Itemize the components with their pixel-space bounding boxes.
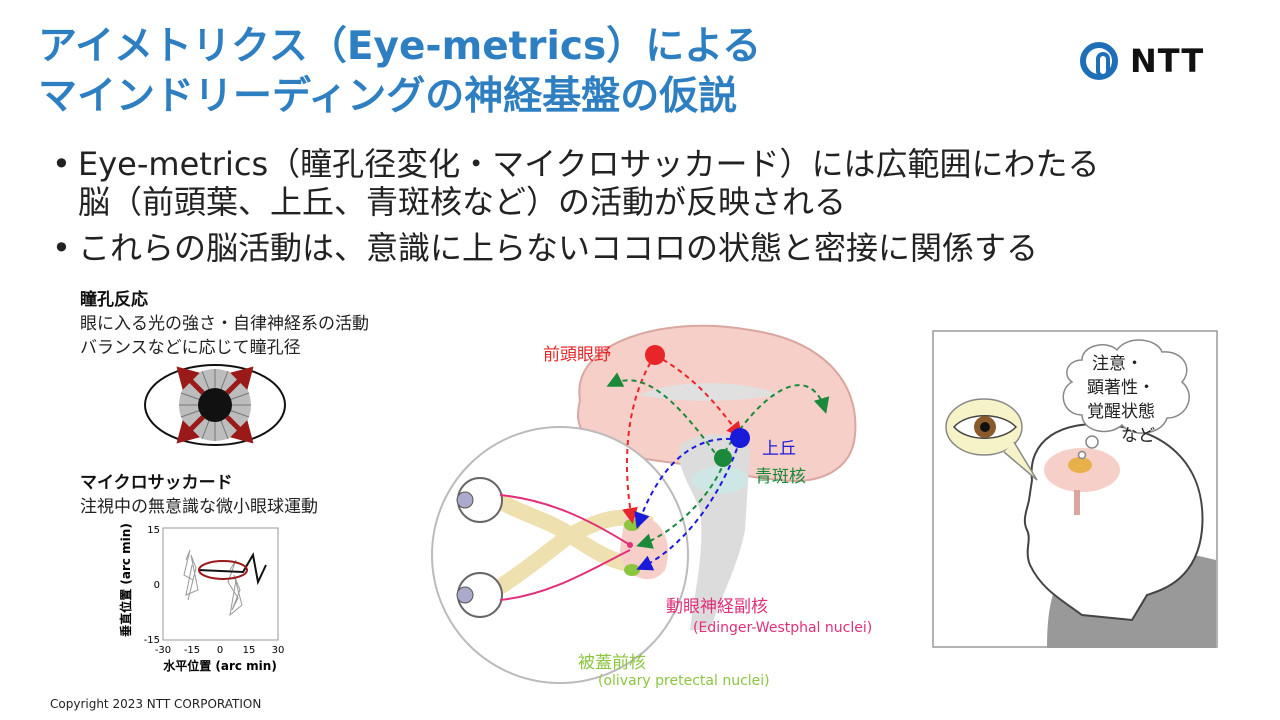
thought-line-4: など: [1121, 426, 1155, 446]
red-path-fef-to-pretectal: [622, 354, 656, 524]
bullet-item-2: • これらの脳活動は、意識に上らないココロの状態と密接に関係する: [52, 229, 1252, 267]
fef-node: [645, 345, 665, 365]
mind-reading-illustration: [932, 330, 1218, 648]
green-path-lc-to-cortex: [606, 372, 721, 461]
brain-pathway-diagram: [431, 324, 857, 684]
title-line-2: マインドリーディングの神経基盤の仮説: [38, 74, 738, 119]
thought-bubble: [1062, 339, 1190, 434]
right-eye-lens: [456, 586, 474, 604]
ytick-0: 0: [154, 580, 160, 591]
label-pretectal: 被蓋前核: [578, 653, 646, 673]
pupil-title: 瞳孔反応: [80, 290, 148, 310]
bullet-item-1: • Eye-metrics（瞳孔径変化・マイクロサッカード）には広範囲にわたる …: [52, 145, 1252, 221]
label-ew: 動眼神経副核: [666, 597, 768, 617]
microsaccade-plot: 垂直位置 (arc min) 15 0 -15 -30 -15 0 15 30 …: [118, 523, 285, 673]
thought-line-2: 顕著性・: [1087, 378, 1155, 398]
sc-node: [730, 428, 750, 448]
ytick-15: 15: [147, 525, 160, 536]
lc-node: [714, 449, 732, 467]
microsaccade-ylabel: 垂直位置 (arc min): [118, 523, 133, 637]
pupil-dilation-arrows: [176, 366, 254, 444]
ntt-logo: NTT: [1080, 40, 1220, 90]
xtick-0: 0: [217, 645, 223, 656]
head-brain-core: [1068, 457, 1092, 473]
green-path-lc-to-ew: [636, 459, 726, 549]
microsaccade-title: マイクロサッカード: [80, 473, 233, 493]
copyright-text: Copyright 2023 NTT CORPORATION: [50, 697, 262, 711]
xtick-neg15: -15: [184, 645, 200, 656]
thought-text: 注意・ 顕著性・ 覚醒状態 など: [1087, 352, 1197, 448]
label-fef: 前頭眼野: [543, 345, 611, 365]
label-pretectal-en: (olivary pretectal nuclei): [598, 673, 770, 689]
ntt-logo-icon: [1080, 42, 1118, 80]
pupil-section: 瞳孔反応 眼に入る光の強さ・自律神経系の活動 バランスなどに応じて瞳孔径: [80, 285, 460, 360]
thought-dot-large: [1085, 435, 1099, 449]
bullet-list: • Eye-metrics（瞳孔径変化・マイクロサッカード）には広範囲にわたる …: [52, 145, 1252, 275]
ytick-neg15: -15: [144, 635, 160, 646]
label-sc: 上丘: [762, 439, 796, 459]
ntt-logo-text: NTT: [1130, 42, 1205, 80]
ew-nerve-paths: [499, 494, 631, 601]
eye-zoom-pointer: [1003, 441, 1038, 481]
xtick-neg30: -30: [155, 645, 171, 656]
bullet-1-line-2: 脳（前頭葉、上丘、青斑核など）の活動が反映される: [78, 183, 847, 221]
bullet-1-line-1: Eye-metrics（瞳孔径変化・マイクロサッカード）には広範囲にわたる: [78, 145, 1100, 183]
blue-path-sc-to-pretectal: [634, 437, 741, 529]
bullet-dot-icon: •: [52, 229, 71, 267]
pupil-text-1: 眼に入る光の強さ・自律神経系の活動: [80, 314, 369, 334]
midbrain-region: [692, 466, 748, 494]
left-eye-lens: [456, 491, 474, 509]
xtick-15: 15: [243, 645, 256, 656]
ew-node: [627, 542, 633, 548]
thought-dot-small: [1077, 450, 1087, 460]
blue-path-sc-to-ew: [636, 439, 741, 571]
thought-line-1: 注意・: [1092, 354, 1143, 374]
drift-trace-left: [183, 549, 199, 601]
microsaccade-section: マイクロサッカード 注視中の無意識な微小眼球運動: [80, 468, 460, 519]
pupil-text-2: バランスなどに応じて瞳孔径: [80, 338, 301, 358]
saccade-trace: [197, 552, 267, 586]
pretectal-node-bottom: [624, 564, 640, 576]
title-line-1: アイメトリクス（Eye-metrics）による: [38, 24, 762, 69]
xtick-30: 30: [272, 645, 285, 656]
zoomed-pupil-shape: [980, 422, 990, 432]
microsaccade-text: 注視中の無意識な微小眼球運動: [80, 497, 318, 517]
red-path-fef-to-sc: [654, 354, 743, 439]
pupil-shape: [198, 388, 232, 422]
pretectal-node-top: [624, 519, 640, 531]
plot-frame: [162, 527, 279, 641]
thought-line-3: 覚醒状態: [1087, 402, 1155, 422]
corpus-callosum-shape: [640, 382, 780, 401]
microsaccade-xlabel: 水平位置 (arc min): [163, 658, 277, 673]
page-title: アイメトリクス（Eye-metrics）による マインドリーディングの神経基盤の…: [38, 22, 938, 122]
label-ew-en: (Edinger-Westphal nuclei): [693, 620, 873, 636]
bullet-dot-icon: •: [52, 145, 71, 183]
label-lc: 青斑核: [755, 467, 806, 487]
bullet-2-line-1: これらの脳活動は、意識に上らないココロの状態と密接に関係する: [78, 229, 1039, 267]
saccade-highlight: [198, 560, 248, 580]
pupil-eye-illustration: [144, 364, 286, 446]
